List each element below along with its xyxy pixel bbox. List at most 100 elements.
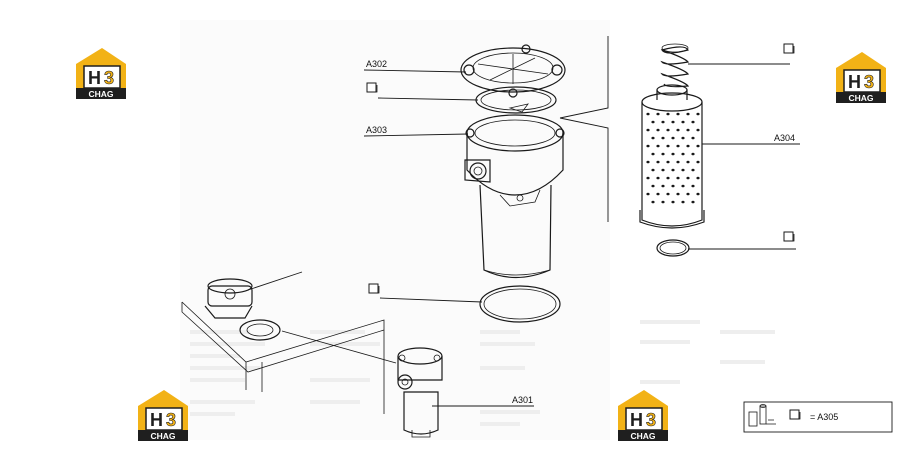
filter-cover-a302	[460, 44, 566, 98]
perforation-hole	[651, 120, 655, 124]
svg-text:3: 3	[864, 72, 874, 92]
perforation-hole	[646, 144, 650, 148]
perforation-hole	[681, 184, 685, 188]
perforation-hole	[676, 112, 680, 116]
perforation-hole	[666, 176, 670, 180]
perforation-hole	[671, 200, 675, 204]
part-label-a301: A301	[512, 395, 533, 405]
legend-label-a305: = A305	[810, 412, 838, 422]
brand-logo: H 3 CHAG	[76, 48, 126, 99]
perforation-hole	[661, 136, 665, 140]
perforation-hole	[691, 120, 695, 124]
perforation-hole	[691, 152, 695, 156]
perforation-hole	[686, 144, 690, 148]
perforation-hole	[656, 176, 660, 180]
perforation-hole	[646, 176, 650, 180]
brand-logo: H 3 CHAG	[138, 390, 188, 441]
perforation-hole	[661, 184, 665, 188]
perforation-hole	[656, 160, 660, 164]
perforation-hole	[686, 128, 690, 132]
perforation-hole	[671, 136, 675, 140]
checkbox-icon	[789, 409, 801, 420]
logo-text: CHAG	[848, 93, 873, 103]
part-label-a303: A303	[366, 125, 387, 135]
svg-text:H: H	[848, 72, 861, 92]
perforation-hole	[646, 128, 650, 132]
perforation-hole	[646, 160, 650, 164]
perforation-hole	[666, 128, 670, 132]
perforation-hole	[676, 192, 680, 196]
perforation-hole	[686, 192, 690, 196]
filter-spring	[660, 43, 690, 88]
perforation-hole	[696, 160, 700, 164]
svg-text:3: 3	[166, 410, 176, 430]
perforation-hole	[676, 160, 680, 164]
perforation-hole	[651, 168, 655, 172]
perforation-hole	[691, 200, 695, 204]
perforation-hole	[691, 136, 695, 140]
perforation-hole	[696, 192, 700, 196]
perforation-hole	[691, 168, 695, 172]
filter-element-a304	[639, 84, 705, 229]
perforation-hole	[651, 152, 655, 156]
perforation-hole	[671, 120, 675, 124]
mounted-assembly	[181, 278, 385, 414]
perforation-hole	[666, 144, 670, 148]
o-ring-element	[656, 239, 690, 257]
svg-text:H: H	[150, 410, 163, 430]
perforation-hole	[666, 192, 670, 196]
perforation-hole	[681, 136, 685, 140]
perforation-hole	[656, 112, 660, 116]
svg-text:3: 3	[104, 68, 114, 88]
perforation-hole	[651, 184, 655, 188]
perforation-hole	[696, 128, 700, 132]
perforation-hole	[651, 200, 655, 204]
filter-assembly-a301	[397, 347, 443, 438]
leader-lines	[247, 63, 800, 407]
perforation-hole	[681, 152, 685, 156]
perforation-hole	[671, 184, 675, 188]
svg-text:3: 3	[646, 410, 656, 430]
perforation-hole	[676, 128, 680, 132]
perforation-hole	[661, 120, 665, 124]
perforation-hole	[671, 168, 675, 172]
background-scan-ghost	[180, 20, 775, 440]
kit-parts-icon	[748, 404, 776, 427]
perforation-hole	[656, 192, 660, 196]
perforation-hole	[661, 200, 665, 204]
perforation-hole	[681, 168, 685, 172]
perforation-hole	[686, 176, 690, 180]
divider-bracket	[559, 36, 609, 222]
perforation-hole	[646, 112, 650, 116]
brand-logo: H 3 CHAG	[618, 390, 668, 441]
perforation-hole	[666, 160, 670, 164]
perforation-hole	[656, 144, 660, 148]
perforation-hole	[691, 184, 695, 188]
kit-legend: = A305	[743, 401, 893, 433]
perforation-hole	[696, 176, 700, 180]
logo-text: CHAG	[150, 431, 175, 441]
svg-text:H: H	[630, 410, 643, 430]
perforation-hole	[651, 136, 655, 140]
o-ring-large	[479, 285, 561, 323]
checkbox-icon	[783, 43, 795, 54]
perforation-hole	[696, 112, 700, 116]
brand-logo: H 3 CHAG	[836, 52, 886, 103]
perforation-hole	[686, 160, 690, 164]
logo-text: CHAG	[88, 89, 113, 99]
filter-housing-a303	[464, 114, 565, 279]
perforation-hole	[656, 128, 660, 132]
perforation-hole	[676, 176, 680, 180]
checkbox-icon	[368, 283, 380, 294]
perforation-hole	[661, 168, 665, 172]
checkbox-icon	[366, 82, 378, 93]
perforation-hole	[646, 192, 650, 196]
perforation-hole	[671, 152, 675, 156]
logo-text: CHAG	[630, 431, 655, 441]
part-label-a304: A304	[774, 133, 795, 143]
perforation-hole	[681, 200, 685, 204]
perforation-hole	[696, 144, 700, 148]
checkbox-icon	[783, 231, 795, 242]
perforation-hole	[676, 144, 680, 148]
